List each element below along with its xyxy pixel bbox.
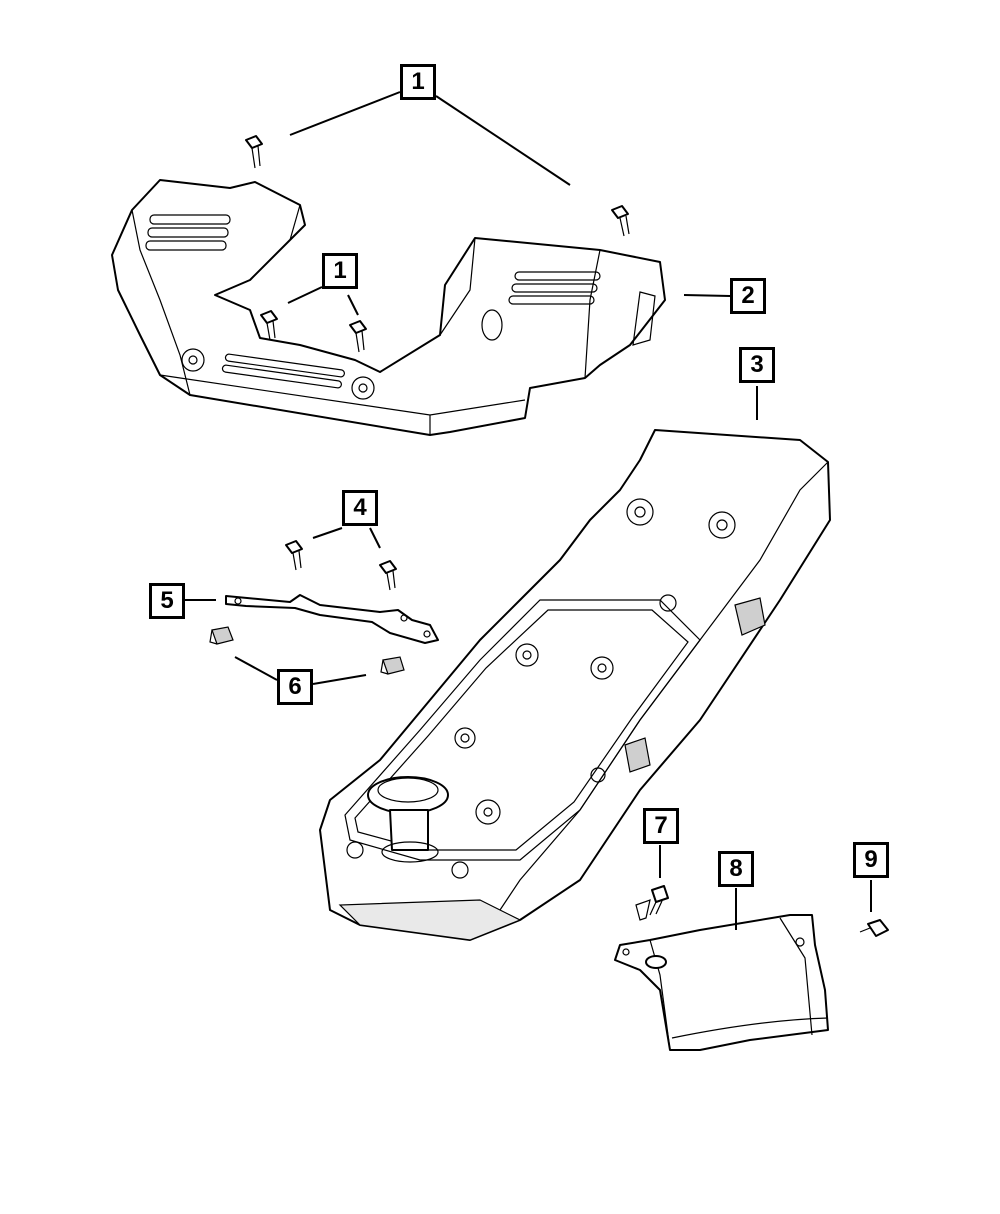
bolt-icon <box>260 310 278 341</box>
callout-3: 3 <box>739 347 775 383</box>
clip-icon <box>380 656 405 675</box>
callout-2: 2 <box>730 278 766 314</box>
bolt-icon <box>859 919 889 937</box>
callout-4: 4 <box>342 490 378 526</box>
valve-cover <box>319 429 831 941</box>
callout-9: 9 <box>853 842 889 878</box>
bolt-icon <box>611 205 630 237</box>
clip-icon <box>209 626 234 645</box>
engine-cover <box>111 179 666 436</box>
bracket <box>225 594 439 644</box>
stud-icon <box>635 885 669 921</box>
callout-6: 6 <box>277 669 313 705</box>
callout-8: 8 <box>718 851 754 887</box>
callout-1-top: 1 <box>400 64 436 100</box>
bolt-icon <box>379 560 397 591</box>
callout-1-center: 1 <box>322 253 358 289</box>
heat-shield <box>614 914 829 1051</box>
bolt-icon <box>349 320 367 353</box>
bolt-icon <box>285 540 303 571</box>
leader-lines <box>185 91 872 930</box>
callout-5: 5 <box>149 583 185 619</box>
bolt-icon <box>245 135 263 169</box>
callout-7: 7 <box>643 808 679 844</box>
